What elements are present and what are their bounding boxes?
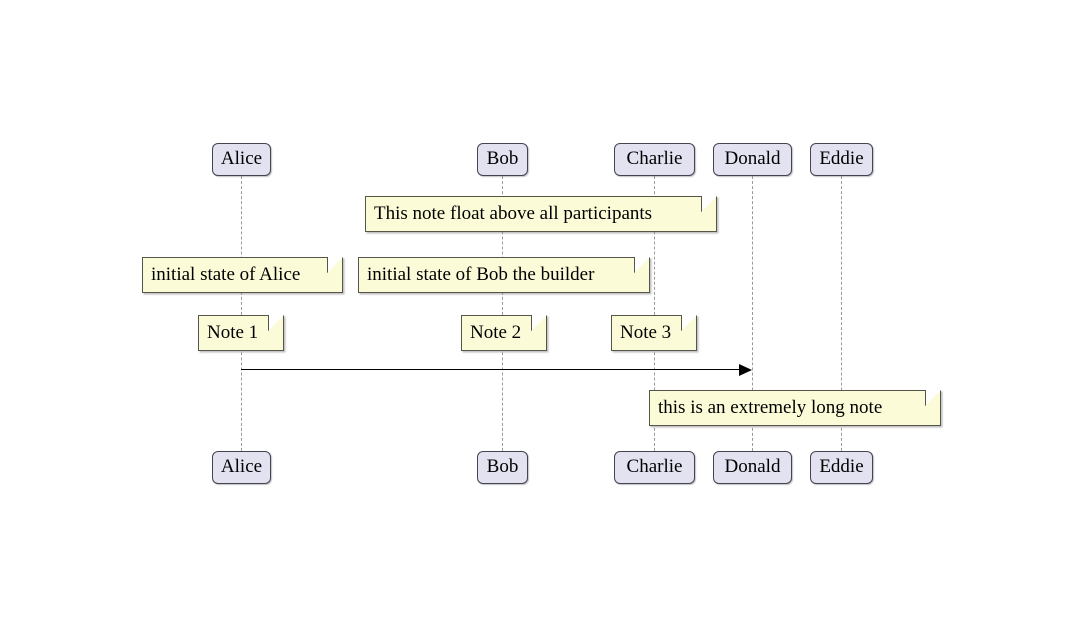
note-fold-corner-icon [701, 196, 717, 212]
note-text: initial state of Alice [151, 264, 301, 285]
note-float-all: This note float above all participants [365, 196, 717, 232]
participant-label: Charlie [626, 148, 683, 169]
note-1: Note 1 [198, 315, 284, 351]
lifeline-donald [752, 176, 753, 451]
message-alice-to-donald-line [241, 369, 739, 370]
participant-label: Donald [724, 456, 781, 477]
participant-footer-eddie[interactable]: Eddie [810, 451, 873, 484]
participant-label: Alice [220, 456, 263, 477]
note-fold-corner-icon [681, 315, 697, 331]
note-initial-alice: initial state of Alice [142, 257, 343, 293]
participant-label: Alice [220, 148, 263, 169]
participant-header-eddie[interactable]: Eddie [810, 143, 873, 176]
participant-header-charlie[interactable]: Charlie [614, 143, 695, 176]
participant-label: Eddie [819, 148, 864, 169]
participant-footer-alice[interactable]: Alice [212, 451, 271, 484]
participant-header-donald[interactable]: Donald [713, 143, 792, 176]
lifeline-eddie [841, 176, 842, 451]
note-text: Note 1 [207, 322, 259, 343]
participant-footer-charlie[interactable]: Charlie [614, 451, 695, 484]
note-fold-corner-icon [531, 315, 547, 331]
note-fold-corner-icon [925, 390, 941, 406]
note-2: Note 2 [461, 315, 547, 351]
participant-footer-bob[interactable]: Bob [477, 451, 528, 484]
participant-footer-donald[interactable]: Donald [713, 451, 792, 484]
participant-label: Eddie [819, 456, 864, 477]
participant-label: Bob [486, 456, 519, 477]
participant-label: Bob [486, 148, 519, 169]
note-text: Note 3 [620, 322, 672, 343]
participant-label: Charlie [626, 456, 683, 477]
message-alice-to-donald-arrowhead-icon [739, 364, 752, 376]
note-text: This note float above all participants [374, 203, 653, 224]
note-initial-bob: initial state of Bob the builder [358, 257, 650, 293]
participant-label: Donald [724, 148, 781, 169]
note-fold-corner-icon [634, 257, 650, 273]
lifeline-alice [241, 176, 242, 451]
note-fold-corner-icon [327, 257, 343, 273]
note-text: initial state of Bob the builder [367, 264, 595, 285]
lifeline-charlie [654, 176, 655, 451]
note-3: Note 3 [611, 315, 697, 351]
participant-header-alice[interactable]: Alice [212, 143, 271, 176]
note-text: this is an extremely long note [658, 397, 883, 418]
note-text: Note 2 [470, 322, 522, 343]
lifeline-bob [502, 176, 503, 451]
participant-header-bob[interactable]: Bob [477, 143, 528, 176]
note-fold-corner-icon [268, 315, 284, 331]
note-long: this is an extremely long note [649, 390, 941, 426]
